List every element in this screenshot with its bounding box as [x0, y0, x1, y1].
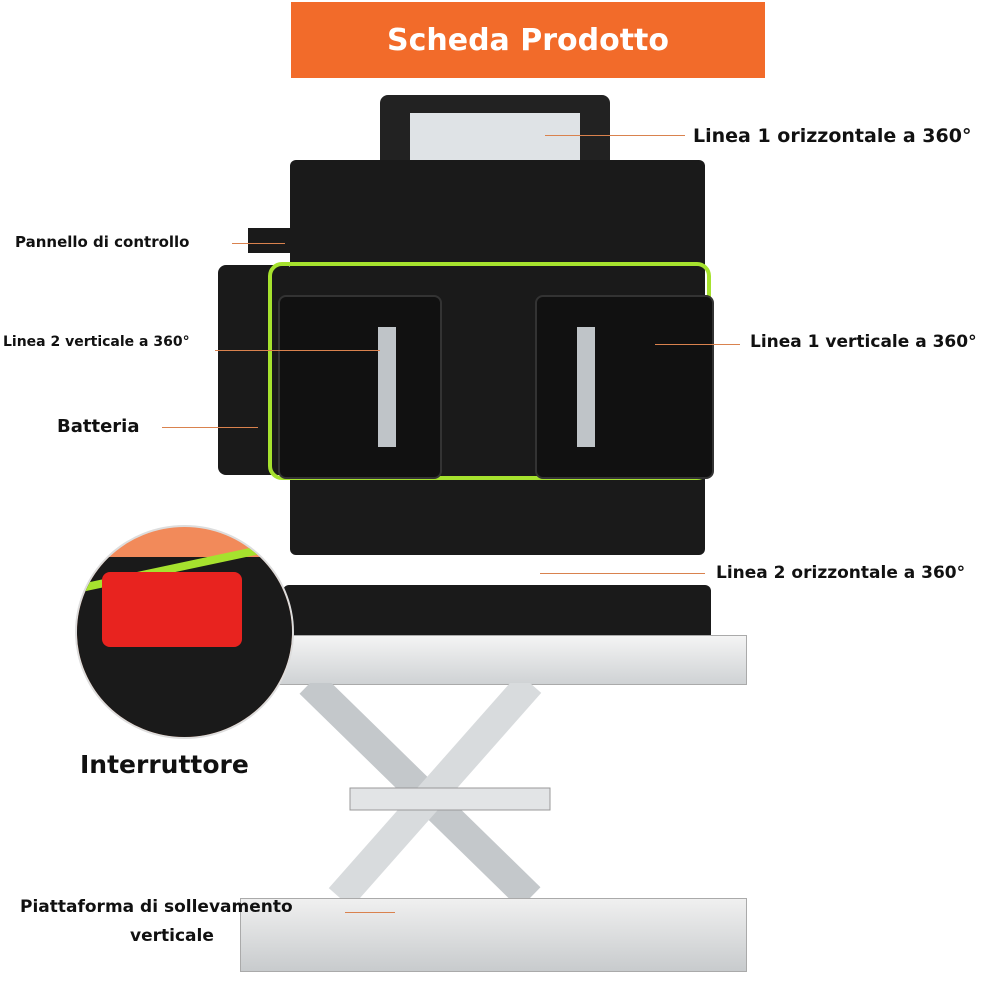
- lift-platform-base: [240, 898, 747, 972]
- label-switch: Interruttore: [80, 750, 249, 779]
- scissor-stand: [299, 683, 551, 903]
- rotating-base: [283, 585, 711, 640]
- right-laser-window: [535, 295, 714, 479]
- left-laser-window: [278, 295, 442, 479]
- control-panel: [248, 228, 290, 253]
- label-platform-2: verticale: [130, 926, 214, 946]
- label-control-panel: Pannello di controllo: [15, 233, 190, 251]
- switch-closeup: [75, 525, 294, 739]
- label-line2-horizontal: Linea 2 orizzontale a 360°: [716, 563, 966, 583]
- label-battery: Batteria: [57, 416, 140, 437]
- power-switch: [102, 572, 242, 647]
- header-title: Scheda Prodotto: [386, 22, 670, 58]
- header-banner: Scheda Prodotto: [291, 2, 765, 78]
- label-line1-horizontal: Linea 1 orizzontale a 360°: [693, 125, 972, 147]
- label-platform: Piattaforma di sollevamento: [20, 897, 293, 917]
- label-line2-vertical: Linea 2 verticale a 360°: [3, 334, 190, 350]
- label-line1-vertical: Linea 1 verticale a 360°: [750, 332, 977, 352]
- top-handle: [380, 95, 610, 170]
- lift-platform-top: [270, 635, 747, 685]
